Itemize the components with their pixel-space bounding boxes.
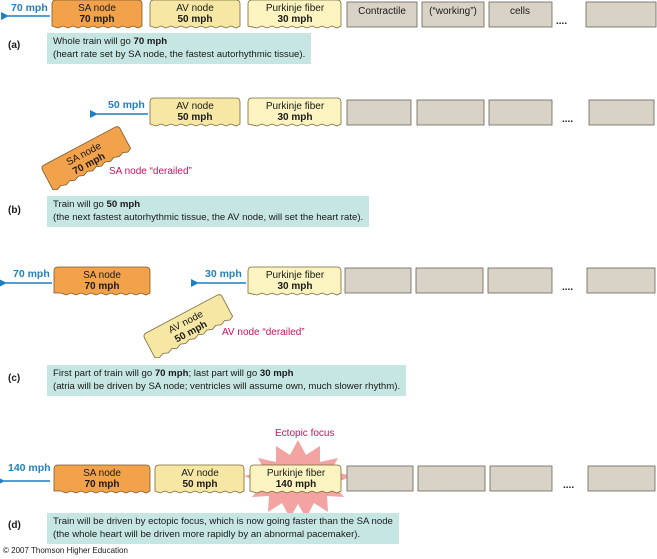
av-node-car: AV node 50 mph bbox=[154, 464, 245, 494]
contractile-label: Contractile bbox=[358, 6, 406, 17]
caption-bold: 50 mph bbox=[106, 199, 141, 210]
sa-node-speed: 70 mph bbox=[79, 14, 114, 25]
caption-bold-2: 30 mph bbox=[259, 368, 294, 379]
arrow-speed-label: 140 mph bbox=[8, 462, 51, 474]
panel-d: Ectopic focus 140 mph SA node 70 mph AV … bbox=[0, 428, 656, 531]
contractile-car-last bbox=[586, 267, 656, 294]
av-node-speed: 50 mph bbox=[177, 14, 212, 25]
caption-text: Train will go bbox=[53, 199, 107, 210]
av-node-label: AV node bbox=[176, 101, 214, 112]
purkinje-label: Purkinje fiber bbox=[267, 468, 326, 479]
contractile-car-3: cells bbox=[488, 1, 553, 28]
purkinje-label: Purkinje fiber bbox=[266, 3, 325, 14]
caption-bold-1: 70 mph bbox=[154, 368, 189, 379]
contractile-car-3 bbox=[489, 465, 553, 492]
arrow-speed-label: 70 mph bbox=[11, 2, 48, 14]
sa-node-speed: 70 mph bbox=[84, 281, 119, 292]
purkinje-speed: 140 mph bbox=[276, 479, 317, 490]
sa-node-car: SA node 70 mph bbox=[53, 266, 151, 296]
caption-a: Whole train will go 70 mph (heart rate s… bbox=[47, 33, 312, 64]
ellipsis: .... bbox=[556, 16, 567, 27]
contractile-car-last bbox=[585, 1, 657, 28]
contractile-car-1 bbox=[346, 99, 412, 126]
ellipsis: .... bbox=[563, 480, 574, 491]
panel-letter: (c) bbox=[8, 373, 20, 384]
panel-a: 70 mph SA node 70 mph AV node 50 mph Pur… bbox=[0, 0, 657, 51]
purkinje-label: Purkinje fiber bbox=[266, 101, 325, 112]
ellipsis: .... bbox=[562, 282, 573, 293]
purkinje-label: Purkinje fiber bbox=[266, 270, 325, 281]
sa-node-label: SA node bbox=[83, 270, 121, 281]
contractile-car-3 bbox=[488, 99, 553, 126]
panel-letter: (d) bbox=[8, 520, 21, 531]
sa-node-label: SA node bbox=[78, 3, 116, 14]
working-label: (“working”) bbox=[429, 6, 477, 17]
purkinje-speed: 30 mph bbox=[277, 281, 312, 292]
contractile-car-1: Contractile bbox=[346, 1, 418, 28]
copyright: © 2007 Thomson Higher Education bbox=[3, 546, 128, 555]
av-node-car: AV node 50 mph bbox=[149, 97, 241, 127]
sa-node-car: SA node 70 mph bbox=[53, 464, 151, 494]
ellipsis: .... bbox=[562, 114, 573, 125]
caption-text: Whole train will go bbox=[53, 36, 134, 47]
cells-label: cells bbox=[510, 6, 530, 17]
derailed-label: AV node “derailed” bbox=[222, 327, 305, 338]
sa-node-car: SA node 70 mph bbox=[51, 0, 143, 29]
caption-line2: (heart rate set by SA node, the fastest … bbox=[53, 48, 306, 60]
ectopic-focus-label: Ectopic focus bbox=[275, 428, 334, 439]
contractile-car-2 bbox=[415, 267, 484, 294]
panel-letter: (a) bbox=[8, 40, 20, 51]
purkinje-car: Purkinje fiber 30 mph bbox=[247, 0, 342, 29]
caption-d: Train will be driven by ectopic focus, w… bbox=[47, 513, 399, 544]
caption-bold: 70 mph bbox=[133, 36, 168, 47]
purkinje-car: Purkinje fiber 30 mph bbox=[247, 266, 342, 296]
contractile-car-1 bbox=[344, 267, 412, 294]
caption-mid: ; last part will go bbox=[188, 368, 260, 379]
contractile-car-2 bbox=[416, 99, 485, 126]
contractile-car-last bbox=[587, 465, 656, 492]
contractile-car-3 bbox=[487, 267, 553, 294]
panel-b: 50 mph AV node 50 mph Purkinje fiber 30 … bbox=[8, 97, 655, 216]
caption-c: First part of train will go 70 mph; last… bbox=[47, 365, 407, 396]
panel-c: 70 mph SA node 70 mph 30 mph Purkinje fi… bbox=[0, 266, 656, 384]
contractile-car-1 bbox=[346, 465, 414, 492]
contractile-car-last bbox=[588, 99, 655, 126]
purkinje-speed: 30 mph bbox=[277, 112, 312, 123]
av-node-label: AV node bbox=[181, 468, 219, 479]
caption-b: Train will go 50 mph (the next fastest a… bbox=[47, 196, 370, 227]
caption-line2: (the whole heart will be driven more rap… bbox=[53, 528, 361, 540]
caption-line1: Train will be driven by ectopic focus, w… bbox=[53, 516, 393, 527]
arrow-speed-front-label: 70 mph bbox=[13, 268, 50, 280]
purkinje-car: Purkinje fiber 30 mph bbox=[247, 97, 342, 127]
av-node-speed: 50 mph bbox=[182, 479, 217, 490]
arrow-speed-back-label: 30 mph bbox=[205, 268, 242, 280]
purkinje-car: Purkinje fiber 140 mph bbox=[249, 464, 342, 494]
av-node-label: AV node bbox=[176, 3, 214, 14]
contractile-car-2: (“working”) bbox=[421, 1, 485, 28]
caption-line2: (atria will be driven by SA node; ventri… bbox=[53, 380, 401, 392]
av-node-derailed-car: AV node 50 mph bbox=[143, 294, 234, 359]
contractile-car-2 bbox=[417, 465, 486, 492]
caption-line2: (the next fastest autorhythmic tissue, t… bbox=[53, 211, 364, 223]
sa-node-speed: 70 mph bbox=[84, 479, 119, 490]
sa-node-derailed-car: SA node 70 mph bbox=[41, 126, 132, 191]
av-node-speed: 50 mph bbox=[177, 112, 212, 123]
arrow-speed-label: 50 mph bbox=[108, 99, 145, 111]
purkinje-speed: 30 mph bbox=[277, 14, 312, 25]
caption-text: First part of train will go bbox=[53, 368, 155, 379]
av-node-car: AV node 50 mph bbox=[149, 0, 241, 29]
sa-node-label: SA node bbox=[83, 468, 121, 479]
panel-letter: (b) bbox=[8, 205, 21, 216]
derailed-label: SA node “derailed” bbox=[109, 166, 192, 177]
